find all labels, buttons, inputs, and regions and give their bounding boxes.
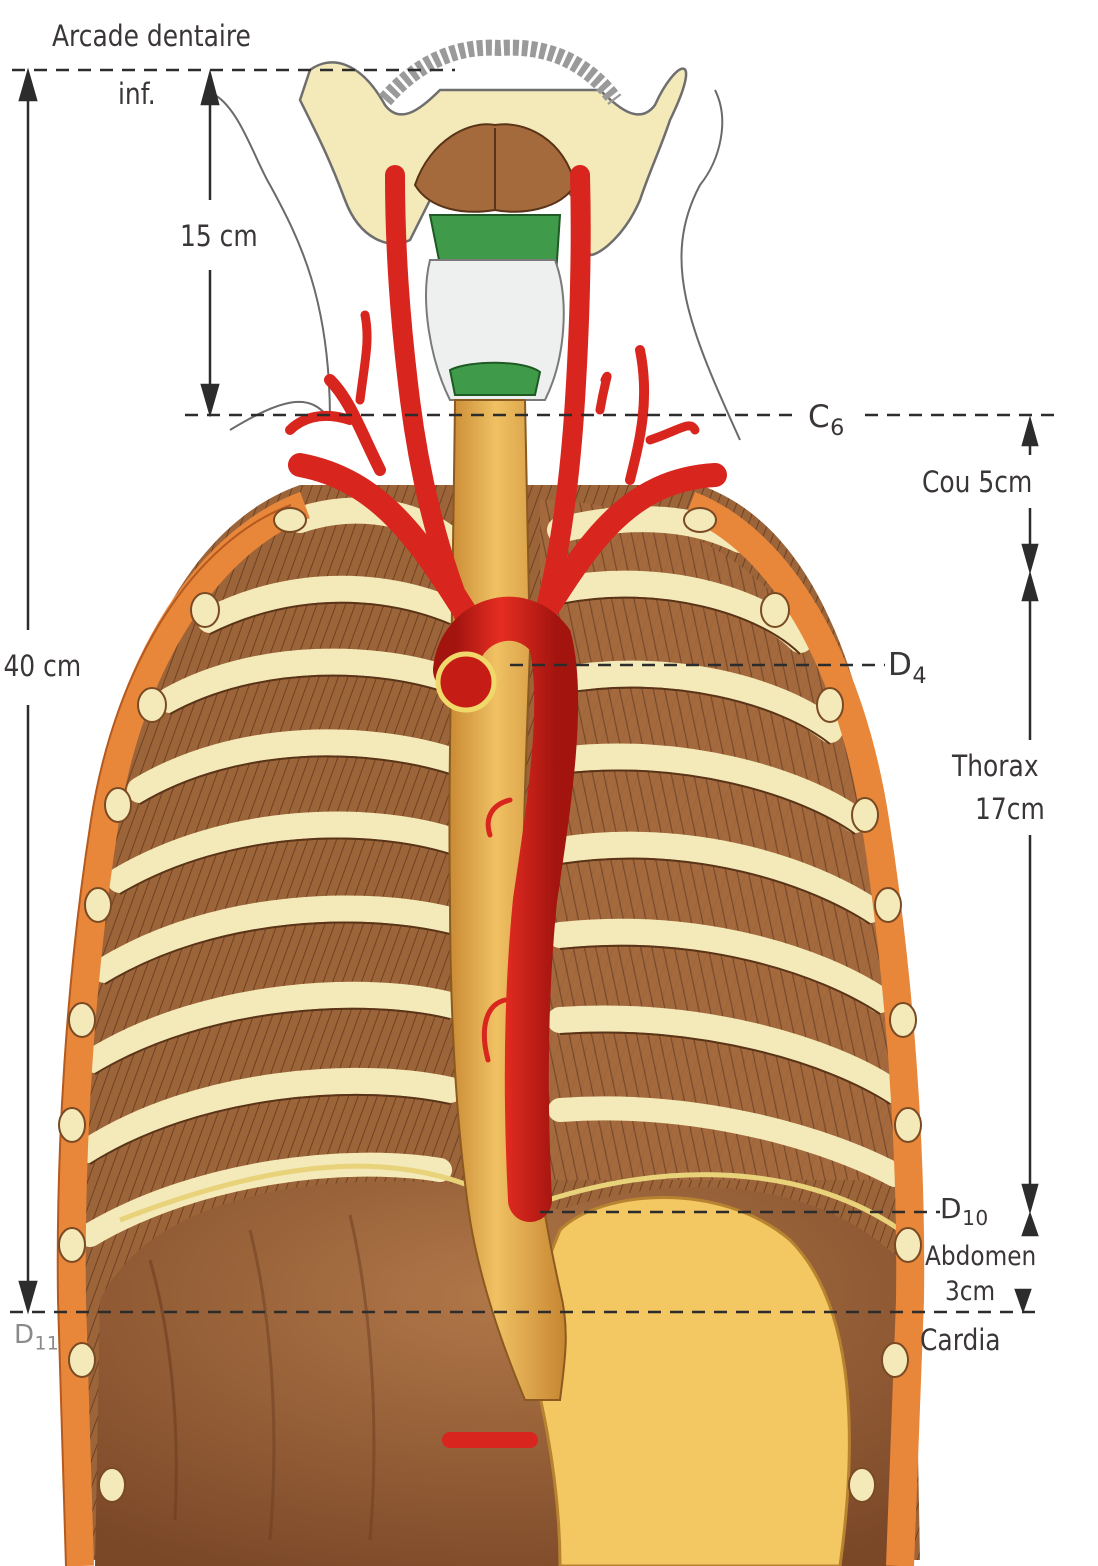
label-thorax: Thorax xyxy=(952,749,1039,783)
label-cardia: Cardia xyxy=(920,1323,1001,1357)
label-d4: D4 xyxy=(888,650,927,687)
measure-arrows xyxy=(18,67,1039,1315)
dashed-level-lines xyxy=(10,68,1055,1314)
stomach xyxy=(518,1196,851,1566)
label-arcade-dentaire: Arcade dentaire xyxy=(52,19,251,53)
aorta-cross-section xyxy=(435,651,497,713)
label-d11-sub: 11 xyxy=(34,1333,60,1355)
ribs-right-outline xyxy=(559,596,891,1105)
ribs-left-outline xyxy=(89,601,451,1165)
label-c6-letter: C xyxy=(808,399,831,435)
pleura-left xyxy=(56,491,311,1566)
label-arcade-inf: inf. xyxy=(118,77,156,111)
label-cou: Cou 5cm xyxy=(922,465,1033,499)
label-d10-sub: 10 xyxy=(962,1206,989,1231)
label-d10: D10 xyxy=(940,1192,989,1231)
label-d11: D11 xyxy=(14,1322,59,1354)
label-d11-letter: D xyxy=(14,1320,35,1350)
label-d4-letter: D xyxy=(888,647,913,683)
label-c6: C6 xyxy=(802,399,851,441)
label-d4-sub: 4 xyxy=(912,662,928,689)
arteries xyxy=(285,165,727,1566)
larynx xyxy=(425,214,565,401)
label-abdomen-length: 3cm xyxy=(945,1276,996,1307)
label-abdomen: Abdomen xyxy=(925,1241,1037,1272)
label-40cm: 40 cm xyxy=(0,650,85,683)
label-d10-letter: D xyxy=(940,1192,963,1225)
ribs-left xyxy=(77,497,463,1247)
label-thorax-length: 17cm xyxy=(975,792,1045,826)
pleura-right xyxy=(684,491,925,1566)
rib-heads xyxy=(58,507,922,1503)
label-c6-sub: 6 xyxy=(830,414,845,441)
label-15cm: 15 cm xyxy=(180,219,258,253)
